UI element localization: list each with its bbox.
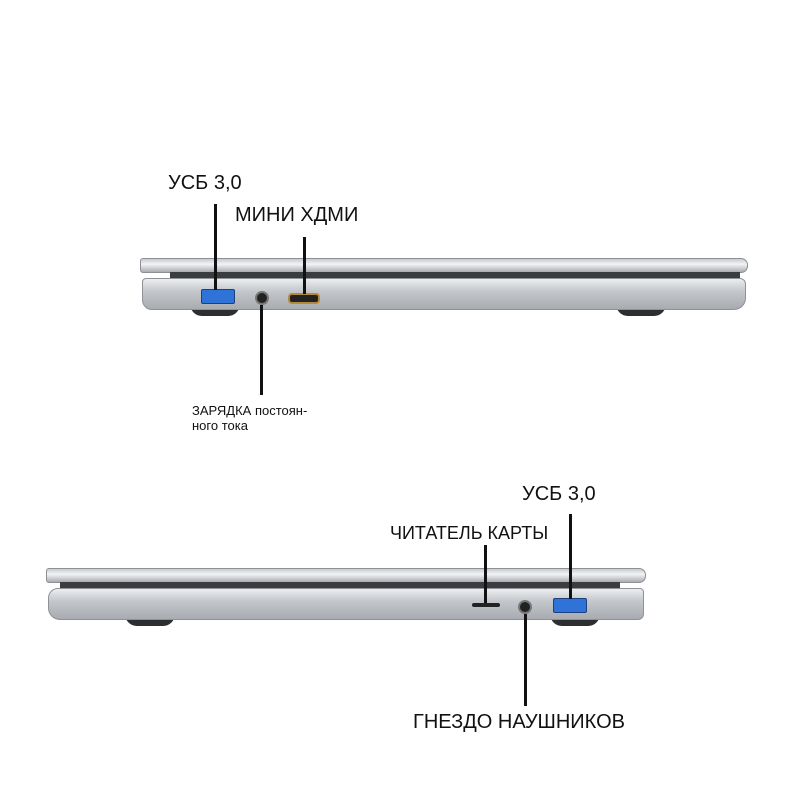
leader-line bbox=[303, 237, 306, 294]
dc-charging-label-line1: ЗАРЯДКА постоян- bbox=[192, 403, 308, 418]
usb-label: УСБ 3,0 bbox=[522, 483, 596, 505]
usb-port bbox=[553, 598, 587, 613]
dc-charging-label: ЗАРЯДКА постоян- ного тока bbox=[192, 403, 307, 433]
dc-charging-label-line2: ного тока bbox=[192, 418, 248, 433]
leader-line bbox=[569, 514, 572, 599]
hinge-gap bbox=[60, 582, 620, 588]
usb-port bbox=[201, 289, 235, 304]
dc-jack bbox=[255, 291, 269, 305]
mini-hdmi-label: МИНИ ХДМИ bbox=[235, 204, 359, 226]
laptop-lid bbox=[140, 258, 748, 273]
leader-line bbox=[484, 545, 487, 603]
laptop-base bbox=[142, 278, 746, 310]
usb-label: УСБ 3,0 bbox=[168, 172, 242, 194]
mini-hdmi-port bbox=[288, 293, 320, 304]
laptop-lid bbox=[46, 568, 646, 583]
card-reader-slot bbox=[472, 603, 500, 607]
laptop-base bbox=[48, 588, 644, 620]
headphone-jack bbox=[518, 600, 532, 614]
card-reader-label: ЧИТАТЕЛЬ КАРТЫ bbox=[390, 523, 549, 543]
hinge-gap bbox=[170, 272, 740, 278]
leader-line bbox=[214, 204, 217, 290]
headphone-jack-label: ГНЕЗДО НАУШНИКОВ bbox=[413, 711, 625, 733]
leader-line bbox=[524, 614, 527, 706]
leader-line bbox=[260, 305, 263, 395]
